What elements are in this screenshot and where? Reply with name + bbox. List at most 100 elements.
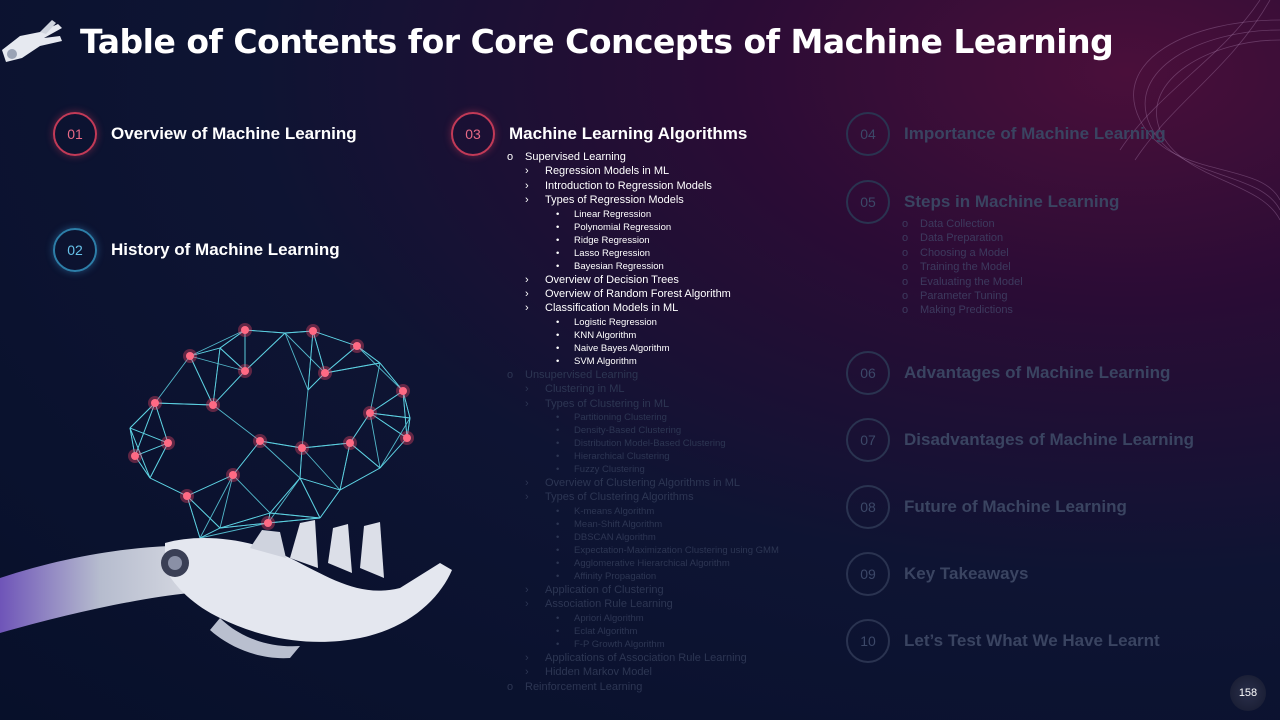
- toc-item-label: Importance of Machine Learning: [904, 124, 1166, 143]
- number-circle: 03: [451, 112, 495, 156]
- number-circle: 06: [846, 351, 890, 395]
- toc-item-label: Disadvantages of Machine Learning: [904, 430, 1195, 449]
- number-circle: 04: [846, 112, 890, 156]
- toc-item-10[interactable]: 10 Let’s Test What We Have Learnt: [846, 619, 1160, 663]
- outline-item: •Expectation-Maximization Clustering usi…: [507, 544, 779, 557]
- step-item-text: Training the Model: [920, 261, 1011, 274]
- toc-item-label: History of Machine Learning: [111, 240, 340, 259]
- bullet: ›: [525, 383, 529, 396]
- outline-item-text: Density-Based Clustering: [574, 425, 682, 437]
- bullet: •: [556, 247, 560, 259]
- bullet: ›: [525, 583, 529, 596]
- step-item-text: Evaluating the Model: [920, 275, 1023, 288]
- page-number-badge: 158: [1230, 675, 1266, 711]
- outline-item-text: Apriori Algorithm: [574, 612, 644, 624]
- outline-item: ›Overview of Random Forest Algorithm: [507, 287, 779, 301]
- bullet: o: [902, 275, 909, 288]
- outline-item: •Partitioning Clustering: [507, 411, 779, 424]
- outline-item: •Logistic Regression: [507, 316, 779, 329]
- outline-item-text: Lasso Regression: [574, 247, 651, 259]
- bullet: •: [556, 557, 560, 569]
- robot-hand-illustration: [0, 520, 452, 659]
- outline-item-text: Overview of Clustering Algorithms in ML: [545, 477, 741, 490]
- toc-item-01[interactable]: 01 Overview of Machine Learning: [53, 112, 357, 156]
- toc-item-06[interactable]: 06 Advantages of Machine Learning: [846, 351, 1170, 395]
- bullet: ›: [525, 302, 529, 315]
- outline-item-text: Regression Models in ML: [545, 165, 670, 178]
- outline-item-text: Applications of Association Rule Learnin…: [545, 651, 747, 664]
- toc-item-label: Machine Learning Algorithms: [509, 124, 748, 143]
- outline-item-text: Types of Clustering Algorithms: [545, 491, 694, 504]
- toc-item-08[interactable]: 08 Future of Machine Learning: [846, 485, 1127, 529]
- bullet: •: [556, 531, 560, 543]
- bullet: o: [507, 151, 514, 163]
- outline-item-text: K-means Algorithm: [574, 505, 655, 517]
- number-circle: 10: [846, 619, 890, 663]
- outline-item: •Eclat Algorithm: [507, 625, 779, 638]
- bullet: o: [902, 304, 909, 317]
- toc-item-label: Future of Machine Learning: [904, 497, 1127, 516]
- toc-item-05[interactable]: 05 Steps in Machine Learning: [846, 180, 1119, 224]
- bullet: o: [902, 232, 909, 245]
- outline-item: •Ridge Regression: [507, 234, 779, 247]
- step-item: o Training the Model: [902, 260, 1023, 274]
- bullet: •: [556, 518, 560, 530]
- bullet: •: [556, 570, 560, 582]
- outline-item-text: Overview of Decision Trees: [545, 273, 679, 286]
- outline-item-text: Agglomerative Hierarchical Algorithm: [574, 557, 730, 569]
- outline-item: ›Types of Regression Models: [507, 193, 779, 207]
- toc-item-02[interactable]: 02 History of Machine Learning: [53, 228, 340, 272]
- outline-item: •Fuzzy Clustering: [507, 463, 779, 476]
- bullet: o: [507, 680, 514, 693]
- bullet: ›: [525, 651, 529, 664]
- outline-item-text: Bayesian Regression: [574, 260, 664, 272]
- outline-item: •Linear Regression: [507, 208, 779, 221]
- bullet: •: [556, 342, 560, 354]
- outline-item-text: Expectation-Maximization Clustering usin…: [574, 544, 779, 556]
- outline-item: ›Hidden Markov Model: [507, 665, 779, 679]
- outline-item: • Density-Based Clustering: [507, 424, 779, 437]
- number-circle: 02: [53, 228, 97, 272]
- bullet: •: [556, 221, 560, 233]
- toc-item-03[interactable]: 03 Machine Learning Algorithms: [451, 112, 747, 156]
- number-circle: 01: [53, 112, 97, 156]
- bullet: •: [556, 329, 560, 341]
- bullet: •: [556, 425, 560, 437]
- bullet: ›: [525, 666, 529, 679]
- bullet: ›: [525, 397, 529, 410]
- toc-item-07[interactable]: 07 Disadvantages of Machine Learning: [846, 418, 1194, 462]
- outline-item: •Polynomial Regression: [507, 221, 779, 234]
- bullet: o: [902, 218, 909, 230]
- outline-item-text: Clustering in ML: [545, 383, 625, 396]
- outline-item: › Clustering in ML: [507, 382, 779, 396]
- step-item-text: Data Preparation: [920, 232, 1004, 245]
- outline-item: ›Regression Models in ML: [507, 164, 779, 178]
- outline-item-text: Affinity Propagation: [574, 570, 657, 582]
- number-circle: 08: [846, 485, 890, 529]
- outline-item: •Apriori Algorithm: [507, 612, 779, 625]
- outline-item: › Application of Clustering: [507, 583, 779, 597]
- brain-network-illustration: [128, 323, 414, 539]
- outline-item-text: DBSCAN Algorithm: [574, 531, 656, 543]
- toc-item-04[interactable]: 04 Importance of Machine Learning: [846, 112, 1166, 156]
- bullet: ›: [525, 491, 529, 504]
- outline-item-text: Partitioning Clustering: [574, 412, 667, 424]
- outline-item: › Classification Models in ML: [507, 301, 779, 315]
- outline-item: •KNN Algorithm: [507, 329, 779, 342]
- outline-item-text: Linear Regression: [574, 208, 652, 220]
- step-item-text: Parameter Tuning: [920, 290, 1008, 303]
- number-circle: 07: [846, 418, 890, 462]
- bullet: •: [556, 464, 560, 476]
- outline-item-text: Association Rule Learning: [545, 598, 673, 611]
- bullet: o: [902, 261, 909, 274]
- toc-item-09[interactable]: 09 Key Takeaways: [846, 552, 1028, 596]
- outline-item-text: Application of Clustering: [545, 583, 664, 596]
- outline-item-text: Classification Models in ML: [545, 302, 679, 315]
- bullet: ›: [525, 288, 529, 301]
- robot-hand-logo-icon: [2, 20, 62, 62]
